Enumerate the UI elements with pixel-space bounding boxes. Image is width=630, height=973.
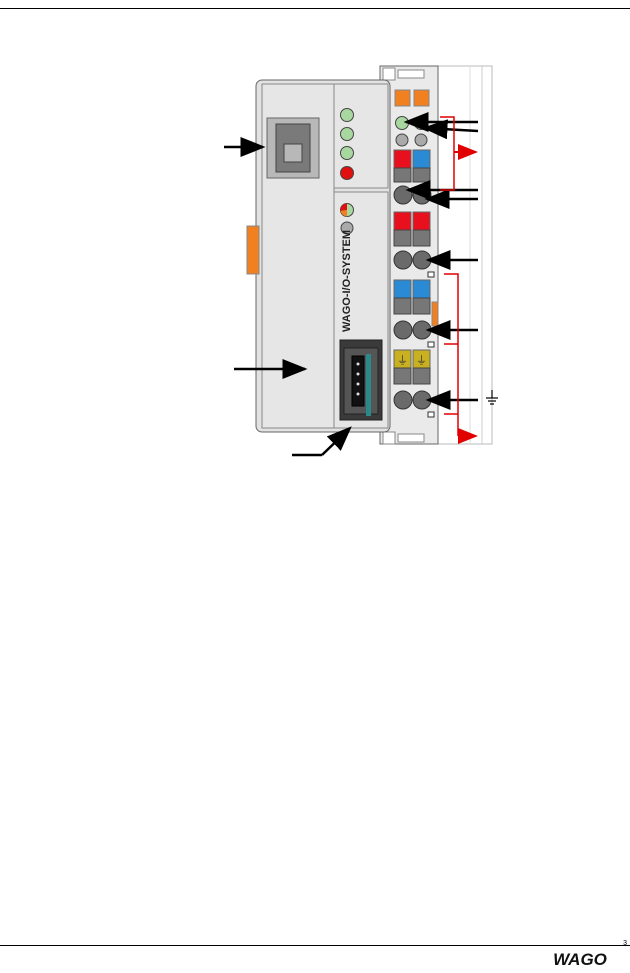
configuration-interface[interactable] <box>339 339 383 421</box>
power-jumper-lines <box>440 116 478 444</box>
led-link <box>340 108 354 122</box>
header-rule <box>0 8 630 9</box>
footer-rule <box>0 945 630 946</box>
coupler-housing: WAGO-I/O-SYSTEM <box>246 79 391 433</box>
release-tab[interactable] <box>394 89 411 107</box>
led-ms <box>340 127 354 141</box>
wago-logo: WAGO <box>544 950 616 969</box>
supply-plus-contact <box>393 149 412 169</box>
page-mark: 3 <box>623 940 627 947</box>
multicolor-led <box>340 203 354 217</box>
locking-latch[interactable] <box>246 225 260 275</box>
ground-icon <box>486 390 498 405</box>
ethernet-port[interactable] <box>266 117 320 179</box>
callout-arrows <box>224 112 479 457</box>
svg-text:⏚: ⏚ <box>397 354 408 367</box>
supply-minus-contact <box>412 149 431 169</box>
release-tab[interactable] <box>413 89 430 107</box>
led-io <box>340 166 354 180</box>
svg-text:WAGO: WAGO <box>553 950 607 968</box>
svg-text:⏚: ⏚ <box>416 354 427 367</box>
led-ns <box>340 146 354 160</box>
module-brand-text: WAGO-I/O-SYSTEM <box>341 230 353 332</box>
